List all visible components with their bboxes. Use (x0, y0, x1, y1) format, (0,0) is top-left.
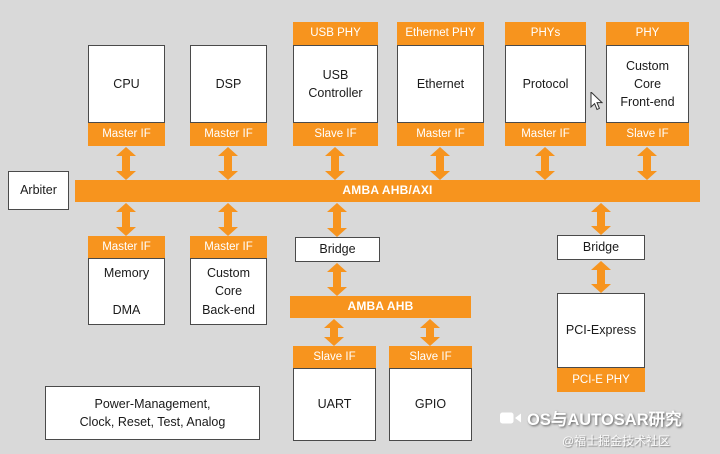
usb-controller-block: USB Controller (293, 45, 378, 123)
connector-arrow (327, 263, 347, 296)
custom-core-frontend-block: Custom Core Front-end (606, 45, 689, 123)
connector-arrow (218, 147, 238, 180)
connector-arrow (591, 203, 611, 235)
power-management-block: Power-Management, Clock, Reset, Test, An… (45, 386, 260, 440)
connector-arrow (591, 261, 611, 293)
usb-slave-if: Slave IF (293, 123, 378, 146)
dsp-master-if: Master IF (190, 123, 267, 146)
uart-block: UART (293, 368, 376, 441)
mouse-cursor-icon (590, 90, 604, 116)
watermark-line2: @福士掘金技术社区 (562, 434, 671, 448)
pci-express-block: PCI-Express (557, 293, 645, 368)
cpu-block: CPU (88, 45, 165, 123)
dsp-block: DSP (190, 45, 267, 123)
gpio-slave-if: Slave IF (389, 346, 472, 368)
arbiter-block: Arbiter (8, 171, 69, 210)
ethernet-block: Ethernet (397, 45, 484, 123)
memory-dma-block: Memory DMA (88, 258, 165, 325)
gpio-block: GPIO (389, 368, 472, 441)
memory-master-if: Master IF (88, 236, 165, 258)
cpu-master-if: Master IF (88, 123, 165, 146)
connector-arrow (637, 147, 657, 180)
protocol-block: Protocol (505, 45, 586, 123)
custom-core-backend-block: Custom Core Back-end (190, 258, 267, 325)
connector-arrow (430, 147, 450, 180)
uart-slave-if: Slave IF (293, 346, 376, 368)
connector-arrow (420, 319, 440, 346)
bridge-block-right: Bridge (557, 235, 645, 260)
amba-ahb-axi-bus: AMBA AHB/AXI (75, 180, 700, 202)
usb-phy-header: USB PHY (293, 22, 378, 45)
custom-backend-master-if: Master IF (190, 236, 267, 258)
phy-header: PHY (606, 22, 689, 45)
bridge-block-center: Bridge (295, 237, 380, 262)
ethernet-phy-header: Ethernet PHY (397, 22, 484, 45)
pcie-phy-bar: PCI-E PHY (557, 368, 645, 392)
connector-arrow (327, 203, 347, 237)
connector-arrow (218, 203, 238, 236)
connector-arrow (116, 203, 136, 236)
phys-header: PHYs (505, 22, 586, 45)
watermark-line1: OS与AUTOSAR研究 (500, 406, 682, 430)
connector-arrow (325, 147, 345, 180)
amba-ahb-bus: AMBA AHB (290, 296, 471, 318)
protocol-master-if: Master IF (505, 123, 586, 146)
connector-arrow (324, 319, 344, 346)
connector-arrow (116, 147, 136, 180)
watermark-title-text: OS与AUTOSAR研究 (527, 411, 682, 429)
custom-frontend-slave-if: Slave IF (606, 123, 689, 146)
connector-arrow (535, 147, 555, 180)
video-camera-icon (500, 411, 521, 425)
ethernet-master-if: Master IF (397, 123, 484, 146)
